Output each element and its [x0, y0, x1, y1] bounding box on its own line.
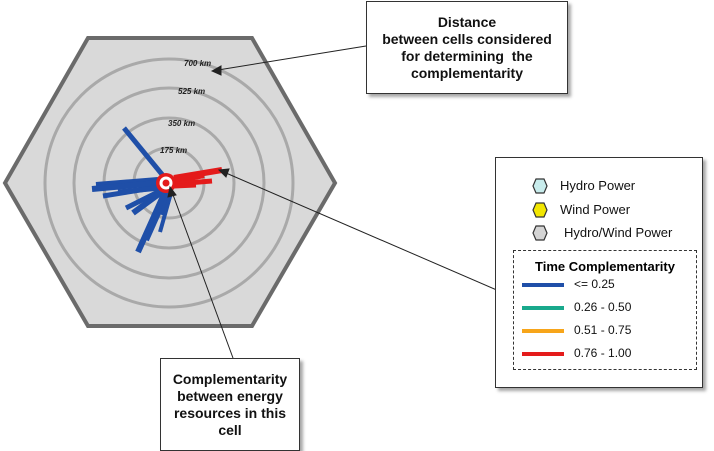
spoke-blue-9 — [143, 191, 170, 242]
legend-box: Hydro Power Wind Power Hydro/Wind Power — [495, 157, 703, 388]
spoke-blue-1 — [122, 126, 167, 180]
arrowhead-distance — [210, 65, 222, 76]
ring-label-700: 700 km — [184, 59, 211, 68]
ring-label-350: 350 km — [168, 119, 195, 128]
callout-comp-line-3: resources in this — [173, 404, 287, 421]
callout-distance-line-4: complementarity — [410, 64, 524, 81]
callout-distance-line-2: between cells considered — [382, 30, 552, 47]
callout-distance-line-3: for determining the — [401, 47, 533, 64]
legend-label-hydro: Hydro Power — [560, 178, 636, 193]
tc-swatch-2 — [522, 306, 564, 310]
tc-swatch-4 — [522, 352, 564, 356]
tc-label-2: 0.26 - 0.50 — [574, 300, 632, 314]
blue-spokes — [91, 126, 173, 254]
red-spokes — [173, 167, 223, 189]
ring-525 — [72, 86, 266, 280]
callout-distance-line-1: Distance — [437, 13, 497, 30]
tc-swatch-1 — [522, 283, 564, 287]
hexagon-hydro-wind-icon — [532, 225, 548, 241]
ring-700 — [43, 57, 295, 309]
arrowhead-complementarity — [167, 185, 177, 198]
callout-comp-line-4: cell — [218, 421, 242, 438]
legend-label-hydro-wind: Hydro/Wind Power — [564, 225, 673, 240]
hexagon-wind-icon — [532, 202, 548, 218]
spoke-blue-2 — [95, 177, 159, 188]
spoke-red-2 — [173, 172, 205, 184]
leader-line-distance — [217, 45, 367, 71]
leader-line-complementarity — [171, 191, 234, 359]
time-complementarity-legend: Time Complementarity <= 0.25 0.26 - 0.50… — [513, 250, 697, 370]
spoke-red-4 — [173, 182, 197, 189]
arrowhead-legend — [217, 168, 230, 178]
time-complementarity-title: Time Complementarity — [535, 259, 675, 274]
tc-label-1: <= 0.25 — [574, 277, 615, 291]
tc-swatch-3 — [522, 329, 564, 333]
hexagon-hydro-icon — [532, 178, 548, 194]
legend-label-wind: Wind Power — [560, 202, 631, 217]
callout-distance: Distance between cells considered for de… — [366, 1, 568, 94]
spoke-blue-5 — [117, 185, 162, 195]
ring-label-175: 175 km — [160, 146, 187, 155]
leader-line-legend — [225, 172, 514, 298]
callout-comp-line-1: Complementarity — [172, 370, 288, 387]
callout-complementarity: Complementarity between energy resources… — [160, 358, 300, 451]
tc-label-4: 0.76 - 1.00 — [574, 346, 632, 360]
spoke-blue-11 — [158, 192, 173, 233]
tc-label-3: 0.51 - 0.75 — [574, 323, 632, 337]
spoke-blue-3 — [91, 180, 159, 192]
ring-label-525: 525 km — [178, 87, 205, 96]
spoke-blue-7 — [131, 188, 165, 216]
callout-comp-line-2: between energy — [177, 387, 283, 404]
center-cell-marker-dot — [162, 179, 170, 187]
